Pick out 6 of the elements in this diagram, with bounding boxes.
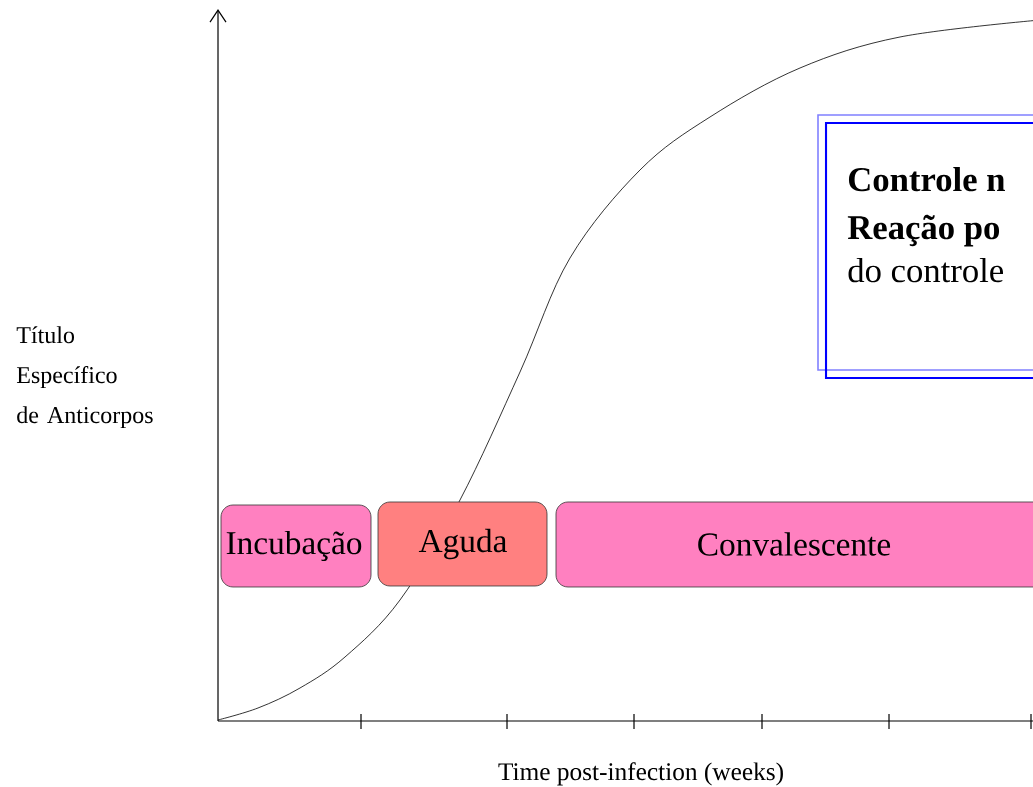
axis-title: Time post-infection (weeks) xyxy=(498,762,783,786)
phase-box: Aguda xyxy=(377,501,548,587)
note-box: Controle n Reação po do controle xyxy=(817,114,1033,380)
phase-box: Convalescente xyxy=(555,501,1033,588)
axis-title: Título Específico de Anticorpos xyxy=(16,326,153,429)
phase-box: Incubação xyxy=(220,504,372,588)
